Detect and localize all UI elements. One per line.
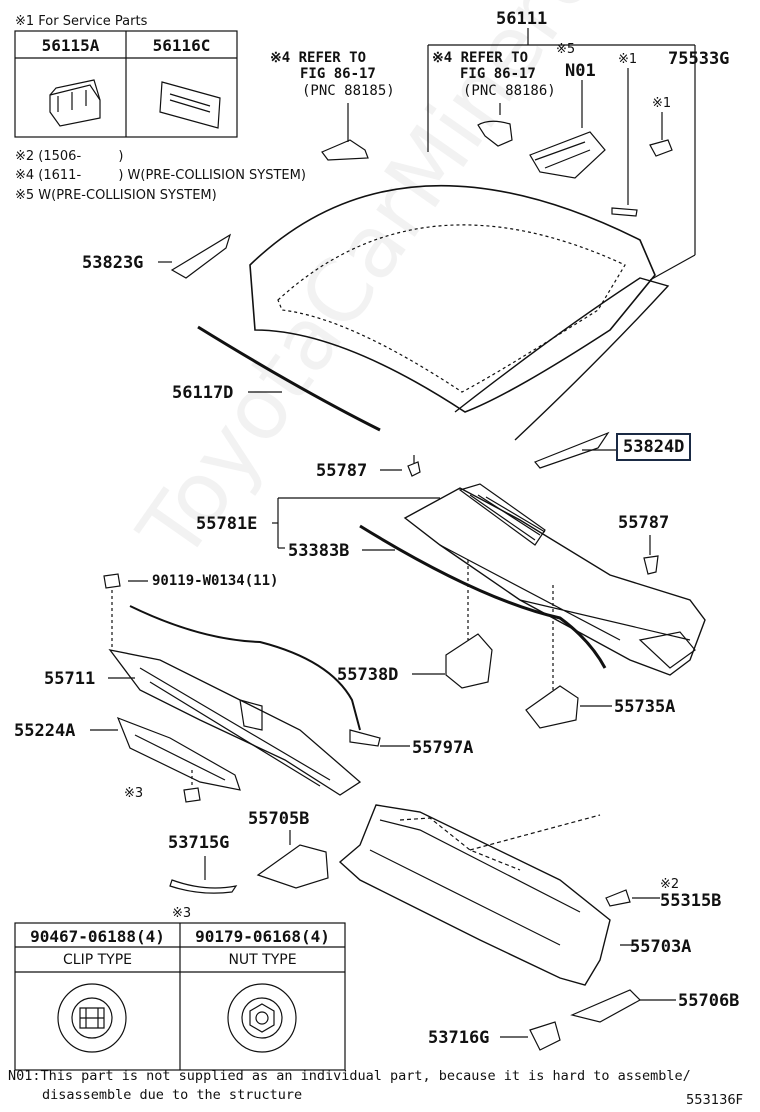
- mark-star2: ※2: [660, 877, 680, 892]
- seal-53715g: [169, 879, 238, 894]
- mark-star1a: ※1: [618, 52, 638, 67]
- clip-55787-right: [643, 555, 659, 575]
- clip-star3: [183, 787, 201, 803]
- molding-53824d: [534, 431, 610, 469]
- fastener-col2-type: NUT TYPE: [228, 952, 297, 968]
- label-75533g: 75533G: [668, 49, 730, 69]
- fastener-col1-part: 90467-06188(4): [30, 927, 165, 946]
- refer-right-line2: FIG 86-17: [460, 66, 536, 82]
- label-55781e: 55781E: [196, 514, 258, 534]
- bracket-55735a: [525, 685, 579, 729]
- strip-56116c-sketch: [159, 81, 221, 129]
- pad-2: [649, 139, 673, 157]
- footnote-line2: disassemble due to the structure: [42, 1087, 303, 1103]
- diagram-code: 553136F: [686, 1093, 744, 1108]
- refer-right-line1: ※4 REFER TO: [432, 50, 529, 66]
- clip-56115a-sketch: [49, 79, 101, 127]
- label-53824d-highlighted: 53824D: [616, 433, 692, 461]
- refer-left-line3: (PNC 88185): [302, 83, 395, 99]
- wiper-link-55711: [108, 649, 362, 796]
- mark-star5: ※5: [556, 42, 576, 57]
- label-n01: N01: [565, 61, 596, 81]
- label-55705b: 55705B: [248, 809, 310, 829]
- label-55315b: 55315B: [660, 891, 722, 911]
- fastener-col1-type: CLIP TYPE: [63, 952, 132, 968]
- clip-55787-top: [407, 455, 421, 477]
- windshield-glass: [249, 184, 656, 413]
- service-parts-note: ※1 For Service Parts: [15, 14, 148, 29]
- label-53823g: 53823G: [82, 253, 144, 273]
- sensor-bracket-left: [321, 139, 369, 161]
- service-part-56115a: 56115A: [41, 36, 100, 55]
- mark-star3b: ※3: [172, 906, 192, 921]
- label-53383b: 53383B: [288, 541, 350, 561]
- bracket-55705b: [256, 844, 329, 889]
- fastener-col2-part: 90179-06168(4): [195, 927, 330, 946]
- note-5: ※5 W(PRE-COLLISION SYSTEM): [15, 188, 217, 203]
- service-part-56116c: 56116C: [152, 36, 211, 55]
- label-55703a: 55703A: [630, 937, 692, 957]
- label-90119: 90119-W0134(11): [152, 573, 279, 589]
- clip-53716g: [529, 1021, 561, 1051]
- refer-right-line3: (PNC 88186): [463, 83, 556, 99]
- label-56117d: 56117D: [172, 383, 234, 403]
- strip-56117d: [197, 325, 381, 432]
- pad-55315b: [605, 889, 631, 907]
- mark-star1b: ※1: [652, 96, 672, 111]
- weatherstrip-75533g: [454, 277, 670, 441]
- bracket-n01: [529, 131, 606, 179]
- pad-1: [611, 207, 638, 217]
- label-55787-right: 55787: [618, 513, 670, 533]
- note-2: ※2 (1506- ): [15, 149, 124, 164]
- label-55735a: 55735A: [614, 697, 676, 717]
- reinforcement-55224a: [116, 716, 241, 791]
- note-4: ※4 (1611- ) W(PRE-COLLISION SYSTEM): [15, 168, 306, 183]
- mark-star3a: ※3: [124, 786, 144, 801]
- label-55224a: 55224A: [14, 721, 76, 741]
- label-55797a: 55797A: [412, 738, 474, 758]
- label-53715g: 53715G: [168, 833, 230, 853]
- label-55711: 55711: [44, 669, 96, 689]
- label-56111: 56111: [496, 9, 548, 29]
- label-55706b: 55706B: [678, 991, 740, 1011]
- refer-left-line1: ※4 REFER TO: [270, 50, 367, 66]
- bolt-90119: [103, 573, 121, 589]
- bracket-55738d: [445, 633, 493, 689]
- label-53716g: 53716G: [428, 1028, 490, 1048]
- cable-55797a: [129, 605, 361, 731]
- refer-left-line2: FIG 86-17: [300, 66, 376, 82]
- footnote-line1: N01:This part is not supplied as an indi…: [8, 1068, 691, 1084]
- clip-type-icon: [57, 983, 127, 1053]
- seal-53383b: [359, 524, 607, 669]
- molding-53823g: [170, 233, 232, 279]
- label-55738d: 55738D: [337, 665, 399, 685]
- sensor-bracket-right: [477, 120, 513, 147]
- cowl-panel-55703a: [338, 804, 611, 986]
- nut-type-icon: [227, 983, 297, 1053]
- cowl-top-panel-55781e: [403, 483, 706, 676]
- bracket-55706b: [570, 989, 641, 1023]
- label-55787-top: 55787: [316, 461, 368, 481]
